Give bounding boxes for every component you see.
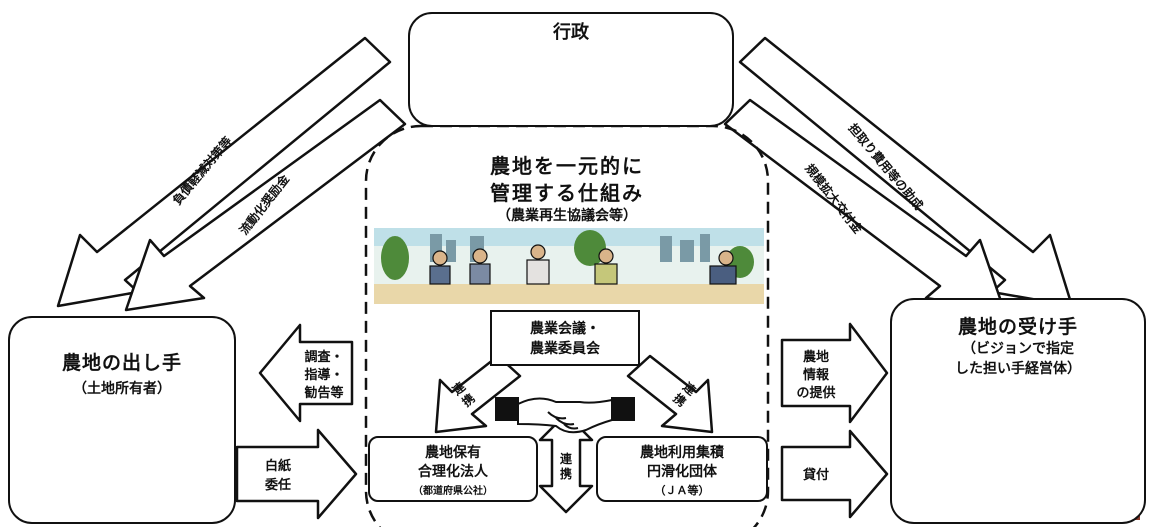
receiver-title: 農地の受け手 — [957, 316, 1078, 338]
arrow-cooperate-right — [626, 354, 714, 434]
admin-title: 行政 — [553, 22, 589, 43]
consolidation-box — [596, 436, 768, 502]
label-lease: 貸付 — [802, 468, 829, 483]
meeting-illustration — [374, 228, 764, 304]
holding-corp-box — [368, 436, 538, 502]
consolidation-line1: 農地利用集積 — [640, 445, 724, 461]
label-cooperate-mid: 連携 — [559, 452, 572, 481]
consolidation-line3: （ＪＡ等） — [654, 484, 710, 497]
receiver-box — [890, 298, 1146, 524]
mechanism-title-line2: 管理する仕組み — [490, 181, 644, 205]
arrow-mobilization-grant — [124, 98, 407, 312]
label-info-line1: 農地 — [802, 350, 829, 365]
label-investigate-line1: 調査・ — [304, 350, 344, 365]
label-blank-line1: 白紙 — [264, 459, 291, 474]
mechanism-title-line1: 農地を一元的に — [490, 154, 644, 178]
handshake-icon — [495, 397, 635, 434]
receiver-subtitle-line2: した担い手経営体） — [955, 361, 1081, 377]
council-line2: 農業委員会 — [530, 341, 600, 357]
consolidation-line2: 円滑化団体 — [647, 464, 717, 480]
mechanism-subtitle: （農業再生協議会等） — [497, 208, 637, 224]
arrow-cooperate-mid — [538, 412, 594, 514]
holding-corp-line2: 合理化法人 — [418, 464, 488, 480]
supplier-subtitle: （土地所有者） — [73, 381, 171, 397]
arrow-lease — [780, 429, 889, 519]
label-blank-line2: 委任 — [264, 478, 291, 493]
label-investigate-line2: 指導・ — [304, 368, 344, 383]
arrow-blank-delegation — [235, 428, 358, 520]
receiver-subtitle-line1: （ビジョンで指定 — [962, 341, 1074, 357]
admin-box — [408, 12, 734, 127]
arrow-info — [780, 322, 889, 424]
council-line1: 農業会議・ — [530, 321, 600, 337]
supplier-title: 農地の出し手 — [61, 352, 182, 374]
holding-corp-line1: 農地保有 — [425, 445, 481, 461]
arrow-investigate — [258, 323, 354, 423]
arrow-debt-relief — [56, 36, 392, 308]
council-box — [490, 310, 640, 366]
holding-corp-line3: （都道府県公社） — [413, 486, 493, 497]
mechanism-region — [364, 124, 770, 527]
supplier-box — [8, 316, 236, 524]
label-info-line3: の提供 — [796, 386, 836, 401]
label-investigate-line3: 勧告等 — [304, 386, 344, 401]
label-info-line2: 情報 — [802, 368, 829, 383]
